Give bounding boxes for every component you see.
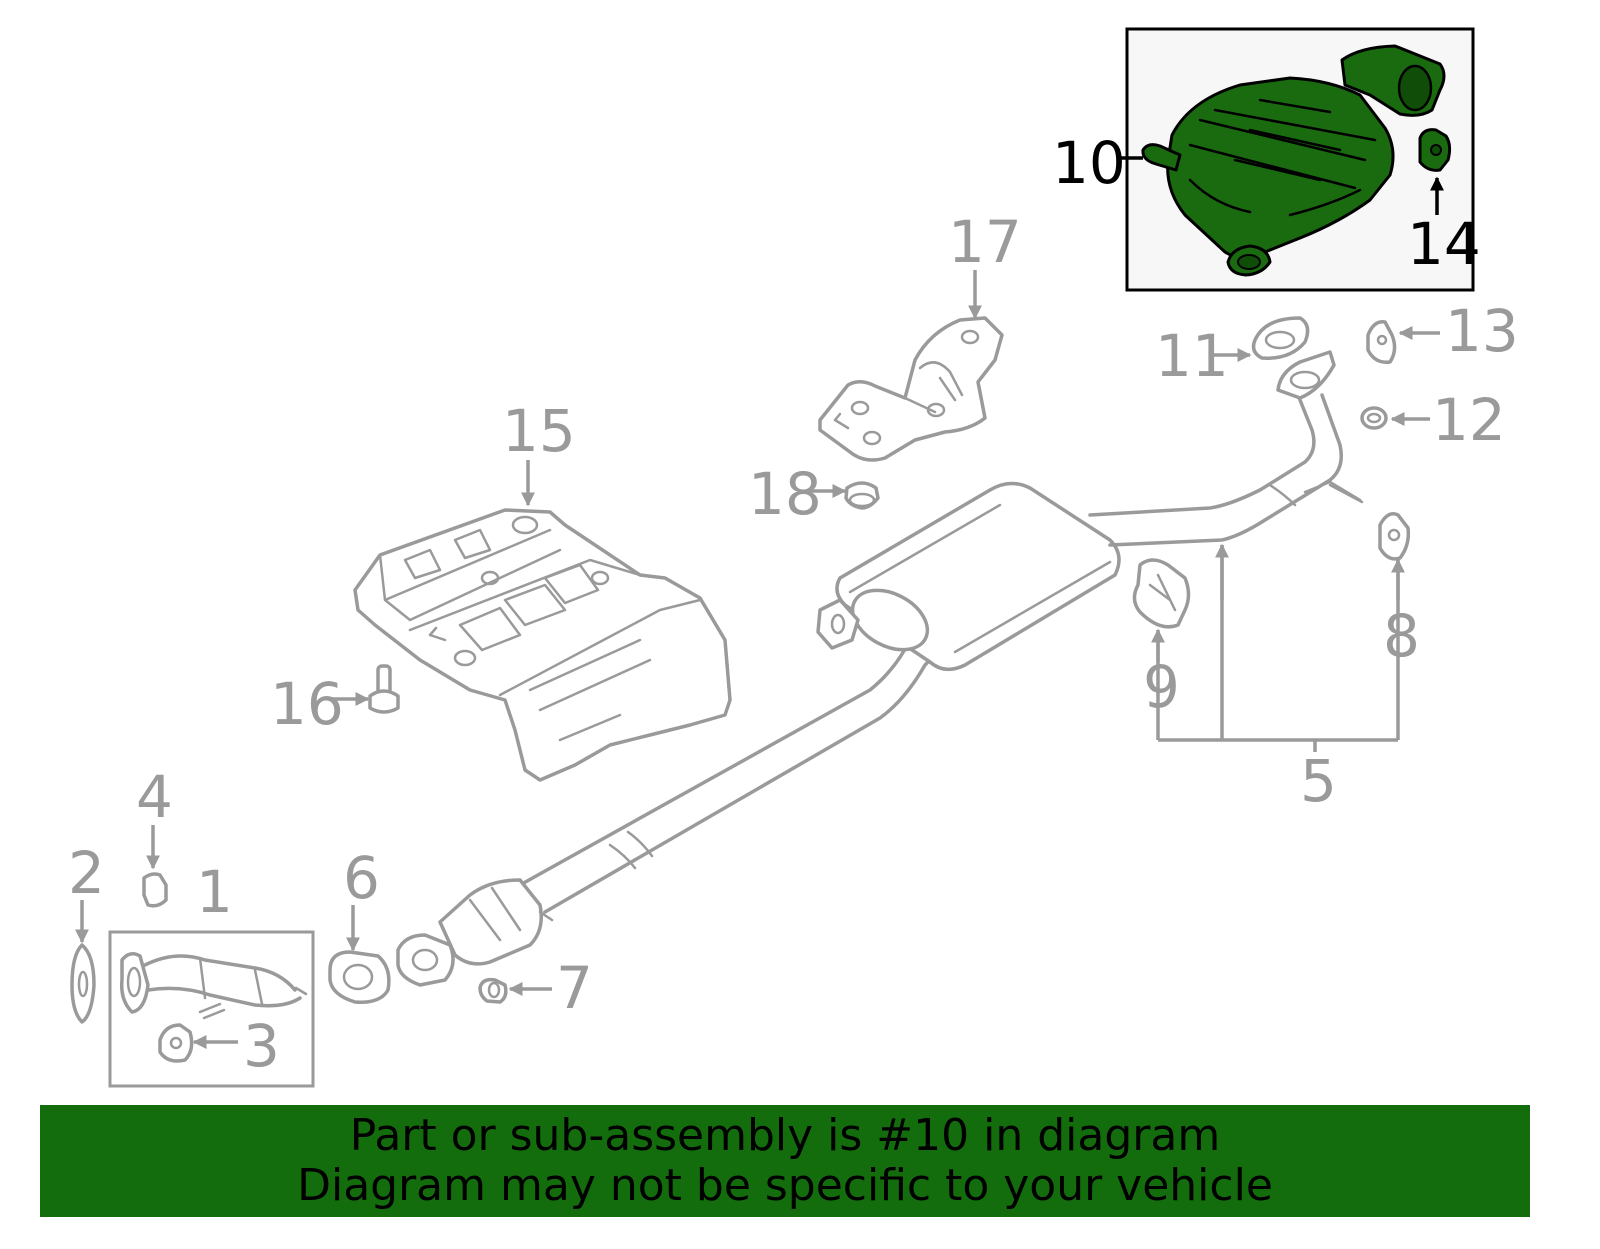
callout-3[interactable]: 3 [243,1012,280,1080]
part-17-heat-shield-bracket[interactable] [818,316,1004,462]
callout-11[interactable]: 11 [1155,322,1229,390]
part-12-nut[interactable] [1360,406,1388,430]
callout-14[interactable]: 14 [1407,210,1481,278]
callout-5[interactable]: 5 [1300,747,1337,815]
highlighted-assembly-inset[interactable]: 10 14 [1052,27,1481,292]
callout-6[interactable]: 6 [343,844,380,912]
catalytic-converter[interactable] [396,878,554,987]
part-6-gasket[interactable] [328,950,391,1004]
callout-7[interactable]: 7 [556,954,593,1022]
part-13-hanger[interactable] [1366,320,1397,364]
callout-1[interactable]: 1 [196,858,233,926]
part-8-hanger[interactable] [1378,512,1411,561]
banner-line-part-reference: Part or sub-assembly is #10 in diagram [349,1110,1221,1161]
info-banner: Part or sub-assembly is #10 in diagram D… [40,1105,1530,1217]
callout-18[interactable]: 18 [748,460,822,528]
part-16-bolt[interactable] [368,664,400,714]
part-4-nut[interactable] [142,872,168,908]
callout-13[interactable]: 13 [1445,297,1519,365]
part-9-hanger[interactable] [1132,558,1191,629]
muffler-inlet-pipe [1141,143,1182,172]
callout-9[interactable]: 9 [1143,653,1180,721]
callout-8[interactable]: 8 [1383,602,1420,670]
part-7-nut[interactable] [478,977,508,1004]
callout-17[interactable]: 17 [948,208,1022,276]
callout-15[interactable]: 15 [502,397,576,465]
part-18-nut[interactable] [844,481,880,510]
part-11-gasket[interactable] [1251,316,1310,360]
callout-2[interactable]: 2 [68,839,105,907]
callout-12[interactable]: 12 [1432,386,1506,454]
callout-16[interactable]: 16 [270,670,344,738]
part-2-gasket[interactable] [70,943,96,1024]
callout-10[interactable]: 10 [1052,129,1126,197]
part-15-heat-shield[interactable] [353,508,732,782]
banner-line-disclaimer: Diagram may not be specific to your vehi… [297,1160,1273,1211]
callout-4[interactable]: 4 [136,763,173,831]
part-1-front-pipe-inset[interactable] [108,930,315,1088]
part-5-center-pipe-assembly[interactable] [518,350,1400,914]
